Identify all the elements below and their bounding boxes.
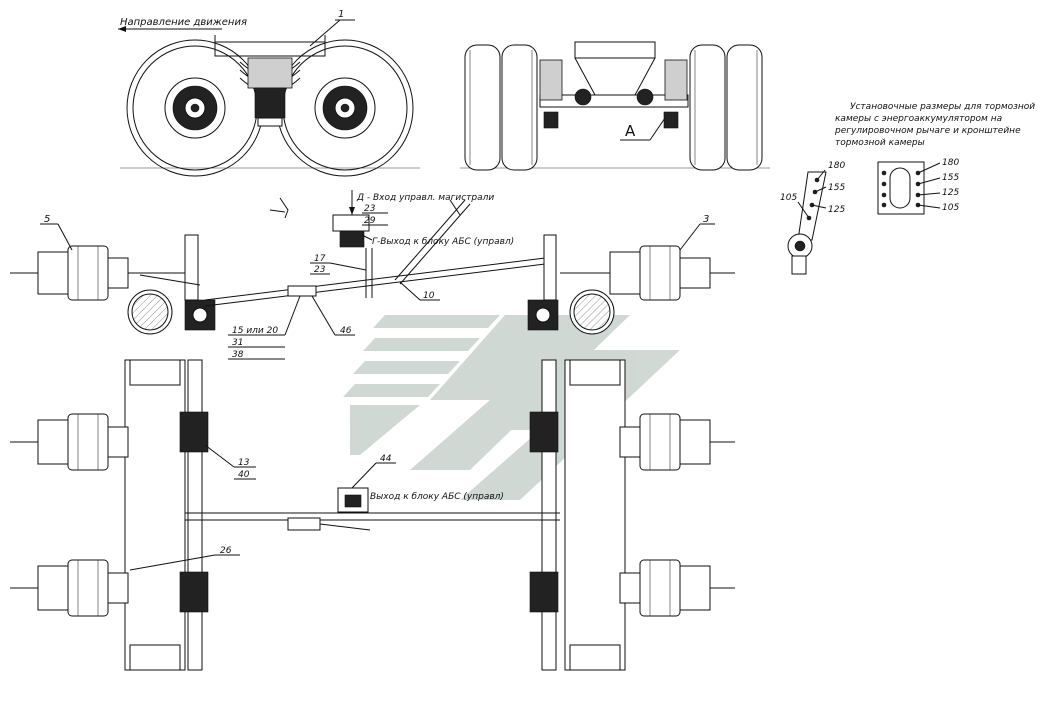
svg-text:23: 23 [314, 265, 326, 275]
svg-text:125: 125 [828, 205, 845, 215]
svg-text:155: 155 [828, 183, 845, 193]
svg-text:Установочные размеры для тормо: Установочные размеры для тормозной [850, 102, 1035, 112]
svg-text:26: 26 [220, 546, 232, 556]
svg-text:31: 31 [232, 338, 243, 348]
svg-text:40: 40 [238, 470, 250, 480]
svg-text:46: 46 [340, 326, 352, 336]
svg-text:1: 1 [338, 9, 344, 20]
svg-text:105: 105 [942, 203, 959, 213]
chamber-bracket-detail: 180 155 125 105 [877, 158, 959, 215]
svg-text:44: 44 [380, 454, 392, 464]
svg-text:Выход к блоку АБС (управл): Выход к блоку АБС (управл) [370, 492, 504, 502]
svg-text:125: 125 [942, 188, 959, 198]
svg-text:тормозной камеры: тормозной камеры [835, 138, 925, 148]
svg-text:23: 23 [364, 204, 376, 214]
svg-text:10: 10 [423, 291, 435, 301]
svg-text:105: 105 [780, 193, 797, 203]
svg-text:180: 180 [828, 161, 845, 171]
slack-adjuster-detail: 180 155 125 105 [780, 161, 845, 275]
plan-labels: Выход к блоку АБС (управл) 44 13 40 26 [129, 444, 504, 571]
installation-note: Установочные размеры для тормозной камер… [834, 102, 1035, 148]
svg-text:регулировочном рычаге и кроншт: регулировочном рычаге и кронштейне [834, 126, 1021, 136]
svg-text:17: 17 [314, 254, 326, 264]
plan-view [10, 359, 735, 671]
svg-text:29: 29 [364, 216, 376, 226]
svg-text:38: 38 [232, 350, 244, 360]
view-a-label: A [625, 122, 636, 140]
svg-text:180: 180 [942, 158, 959, 168]
svg-text:3: 3 [703, 214, 709, 225]
rear-view: A [460, 41, 770, 171]
callout-1: 1 [309, 9, 355, 47]
svg-text:камеры с энергоаккумулятором н: камеры с энергоаккумулятором на [835, 114, 1002, 124]
direction-label: Направление движения [118, 17, 247, 32]
svg-text:Направление движения: Направление движения [120, 17, 247, 28]
svg-text:15 или 20: 15 или 20 [232, 326, 278, 336]
svg-text:13: 13 [238, 458, 250, 468]
side-view-wheels [120, 35, 420, 177]
middle-labels: Д - Вход управл. магистрали Г-Выход к бл… [40, 193, 715, 360]
svg-text:Д - Вход управл. магистрали: Д - Вход управл. магистрали [356, 193, 494, 203]
middle-assembly-view [10, 190, 735, 335]
svg-text:5: 5 [44, 214, 50, 225]
svg-text:Г-Выход к блоку АБС (управл): Г-Выход к блоку АБС (управл) [372, 237, 514, 247]
svg-text:155: 155 [942, 173, 959, 183]
watermark-logo [343, 315, 680, 500]
